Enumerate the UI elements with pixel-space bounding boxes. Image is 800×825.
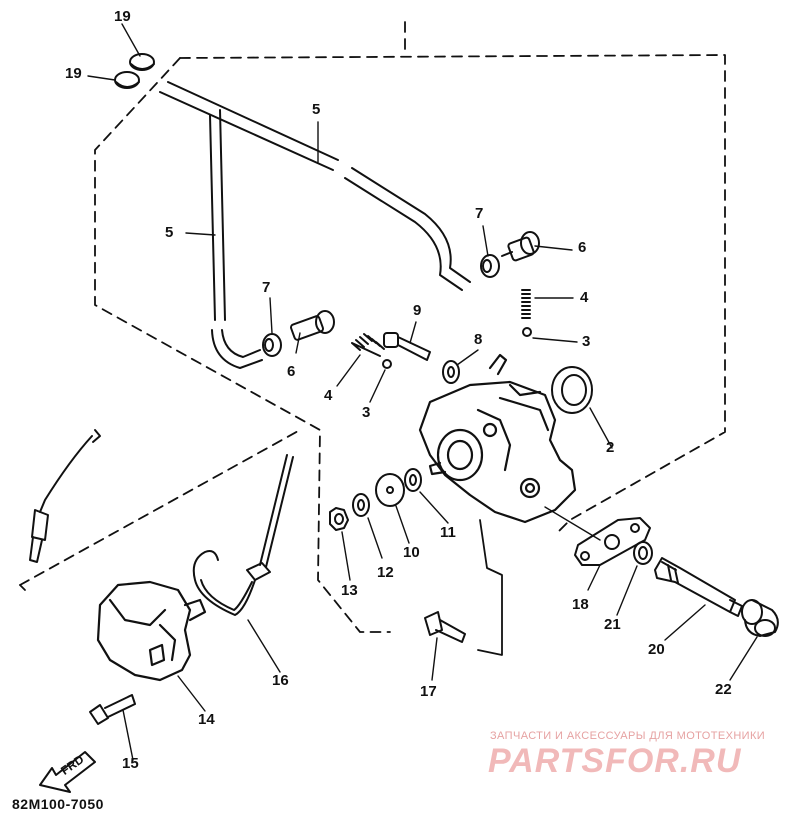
fwd-arrow-icon <box>39 751 96 793</box>
gasket-18 <box>574 517 651 566</box>
callout-19-upper: 19 <box>114 8 131 25</box>
callout-16: 16 <box>272 672 289 689</box>
leader-lines <box>87 23 758 761</box>
callout-3-left: 3 <box>362 404 371 421</box>
oil-pump-body <box>418 353 577 524</box>
callout-9: 9 <box>413 302 422 319</box>
assembly-boundary <box>19 21 726 633</box>
callout-4-right: 4 <box>580 289 589 306</box>
callout-5-left: 5 <box>165 224 174 241</box>
callout-6-left: 6 <box>287 363 296 380</box>
callout-2: 2 <box>606 439 615 456</box>
callout-8: 8 <box>474 331 483 348</box>
diagram-code: 82M100-7050 <box>12 796 104 812</box>
hose-clip-19-upper <box>129 53 155 71</box>
bolt-9 <box>383 332 431 361</box>
callout-5-upper: 5 <box>312 101 321 118</box>
callout-3-right: 3 <box>582 333 591 350</box>
callout-14: 14 <box>198 711 215 728</box>
callout-11: 11 <box>440 524 456 541</box>
spring-4-left <box>351 333 385 357</box>
callout-19-lower: 19 <box>65 65 82 82</box>
bracket-line <box>477 519 503 656</box>
hose-left <box>209 109 263 369</box>
callout-18: 18 <box>572 596 589 613</box>
plate-10 <box>375 473 405 507</box>
hose-clip-19-lower <box>114 71 140 89</box>
callout-21: 21 <box>604 616 621 633</box>
drive-shaft-20 <box>654 557 743 617</box>
callout-7-left: 7 <box>262 279 271 296</box>
o-ring-21 <box>633 541 653 565</box>
collar-22 <box>741 599 779 637</box>
washer-8 <box>442 360 460 384</box>
ball-3-right <box>522 327 532 337</box>
callout-17: 17 <box>420 683 437 700</box>
washer-11 <box>404 468 422 492</box>
callout-6-right: 6 <box>578 239 587 256</box>
oil-seal-2 <box>551 366 593 414</box>
sensor-wire <box>29 429 101 563</box>
callout-13: 13 <box>341 582 358 599</box>
spring-4-right <box>521 289 531 319</box>
cable-16 <box>192 454 294 616</box>
ball-3-left <box>382 359 392 369</box>
callout-22: 22 <box>715 681 732 698</box>
fitting-6-left <box>290 310 335 341</box>
callout-12: 12 <box>377 564 394 581</box>
nut-13 <box>329 507 349 531</box>
hose-upper <box>159 81 471 291</box>
clamp-7-left <box>262 333 282 357</box>
watermark-tagline: ЗАПЧАСТИ И АКСЕССУАРЫ ДЛЯ МОТОТЕХНИКИ <box>490 730 766 742</box>
callout-7-right: 7 <box>475 205 484 222</box>
clamp-7-right <box>480 254 500 278</box>
screw-15 <box>89 694 136 725</box>
pump-cover-14 <box>96 580 207 682</box>
callout-20: 20 <box>648 641 665 658</box>
bolt-17 <box>424 611 466 643</box>
callout-10: 10 <box>403 544 420 561</box>
callout-4-left: 4 <box>324 387 333 404</box>
washer-12 <box>352 493 370 517</box>
callout-15: 15 <box>122 755 139 772</box>
fitting-6-right <box>501 231 540 262</box>
watermark-logo: PARTSFOR.RU <box>488 742 742 780</box>
